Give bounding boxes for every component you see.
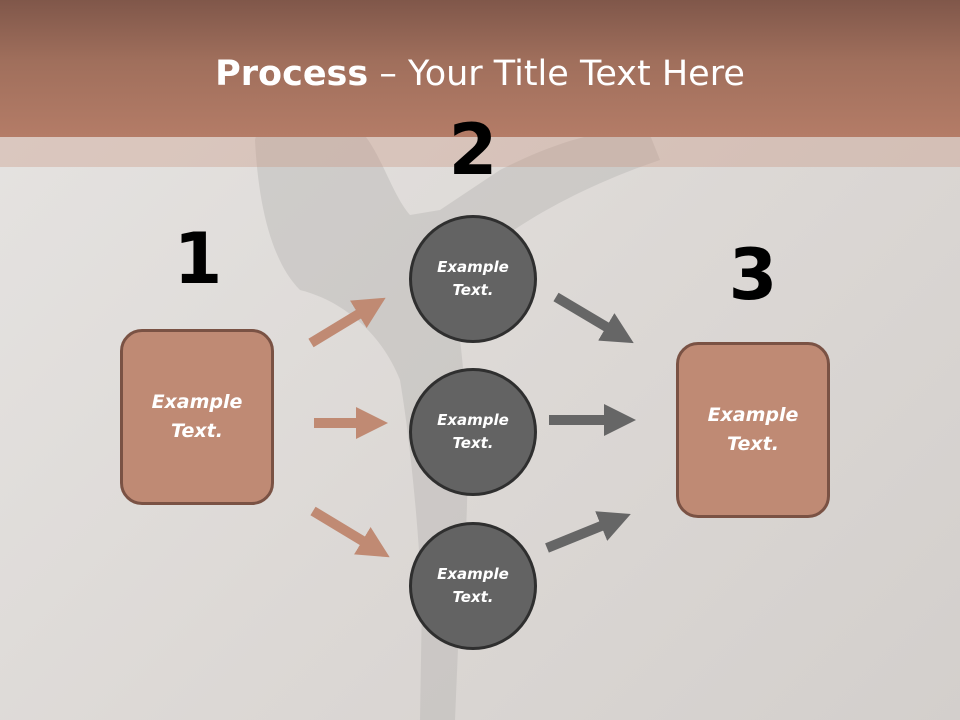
step-number-3: 3 xyxy=(728,234,778,316)
arrow-top-to-3 xyxy=(553,292,634,344)
step-number-1: 1 xyxy=(173,218,223,300)
step-3-text-line2: Text. xyxy=(727,433,779,455)
arrow-bottom-to-3 xyxy=(545,511,631,553)
title-bold: Process xyxy=(215,54,369,94)
step-3-box: Example Text. xyxy=(676,342,830,518)
step-number-2: 2 xyxy=(448,109,498,191)
title-bar xyxy=(0,0,960,137)
step-2-circle-bottom: Example Text. xyxy=(409,522,537,650)
step-1-box: Example Text. xyxy=(120,329,274,505)
circle-text-line2: Text. xyxy=(452,588,494,606)
step-1-text-line2: Text. xyxy=(171,420,223,442)
title-bar-band xyxy=(0,137,960,167)
title-rest: – Your Title Text Here xyxy=(368,54,745,94)
circle-text-line1: Example xyxy=(437,411,509,429)
step-2-circle-top: Example Text. xyxy=(409,215,537,343)
slide-title: Process – Your Title Text Here xyxy=(0,52,960,96)
circle-text-line2: Text. xyxy=(452,434,494,452)
arrow-1-to-top xyxy=(308,297,386,348)
step-1-text-line1: Example xyxy=(151,391,243,413)
step-2-circle-middle: Example Text. xyxy=(409,368,537,496)
circle-text-line1: Example xyxy=(437,565,509,583)
circle-text-line2: Text. xyxy=(452,281,494,299)
step-3-text-line1: Example xyxy=(707,404,799,426)
circle-text-line1: Example xyxy=(437,258,509,276)
arrow-1-to-bottom xyxy=(310,506,390,558)
